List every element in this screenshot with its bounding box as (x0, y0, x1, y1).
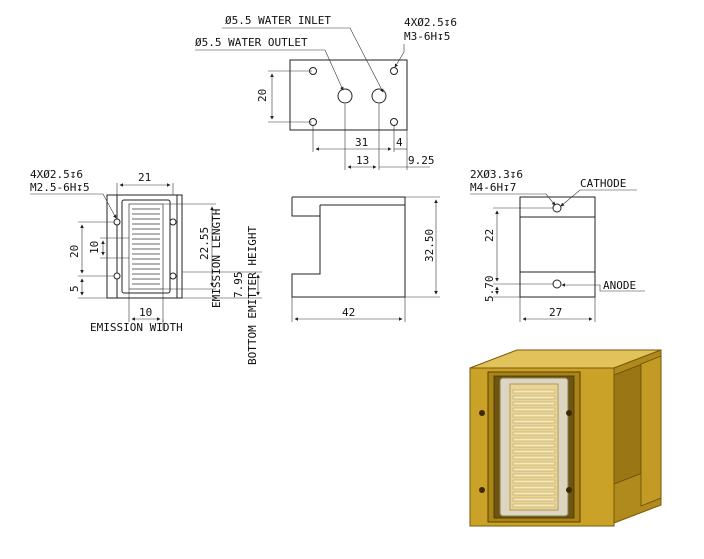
side-view-profile (291, 196, 406, 298)
bottom-emitter-height-label: BOTTOM EMITTER HEIGHT (246, 226, 259, 365)
anode-label: ANODE (603, 279, 636, 292)
water-outlet-hole (337, 88, 353, 104)
dim-7-95: 7.95 (232, 272, 245, 299)
render-emitter-bar (512, 503, 556, 508)
dim-height: 20 (256, 89, 269, 102)
render-emitter-bar (512, 497, 556, 502)
right-view-body (519, 196, 596, 298)
water-inlet-hole (371, 88, 387, 104)
side-view: 32.50 42 (291, 196, 440, 322)
render-emitter-bar (512, 431, 556, 436)
right-view: 2XØ3.3↧6 M4-6H↧7 CATHODE ANODE 22 5.70 2… (470, 168, 645, 322)
dim-9-25: 9.25 (408, 154, 435, 167)
render-emitter-bar (512, 485, 556, 490)
render-emitter-bar (512, 479, 556, 484)
emitter-bars (132, 208, 160, 285)
water-inlet-leader (222, 27, 384, 93)
dim-10: 10 (88, 241, 101, 254)
render-emitter-bar (512, 419, 556, 424)
render-emitter-bar (512, 491, 556, 496)
mount-hole (390, 67, 398, 75)
render-emitter-bar (512, 449, 556, 454)
dim-42: 42 (342, 306, 355, 319)
front-view-body (106, 194, 183, 299)
render-emitter-bar (512, 437, 556, 442)
front-holes-spec-line1: 4XØ2.5↧6 (30, 168, 83, 181)
render-emitter-bar (512, 443, 556, 448)
render-emitter-bar (512, 455, 556, 460)
screw-icon (479, 410, 485, 416)
dim-21: 21 (138, 171, 151, 184)
dim-5-70: 5.70 (483, 276, 496, 303)
cathode-label: CATHODE (580, 177, 626, 190)
top-view: Ø5.5 WATER INLET Ø5.5 WATER OUTLET 4XØ2.… (195, 14, 457, 170)
right-holes-spec-line2: M4-6H↧7 (470, 181, 516, 194)
right-holes-leader (470, 193, 556, 206)
dim-32-50: 32.50 (423, 229, 436, 262)
dim-22: 22 (483, 229, 496, 242)
screw-icon (566, 410, 572, 416)
water-inlet-label: Ø5.5 WATER INLET (225, 14, 331, 27)
dim-5: 5 (68, 285, 81, 292)
mount-hole (113, 272, 121, 280)
render-emitter-bar (512, 473, 556, 478)
render-emitter-bars (512, 389, 556, 508)
dim-22-55: 22.55 (198, 227, 211, 260)
water-outlet-leader (195, 49, 344, 91)
isometric-render (469, 349, 662, 527)
cathode-hole (552, 203, 562, 213)
dim-10-bottom: 10 (139, 306, 152, 319)
emission-width-label: EMISSION WIDTH (90, 321, 183, 334)
top-view-body (289, 59, 408, 131)
render-emitter-bar (512, 389, 556, 394)
dim-27: 27 (549, 306, 562, 319)
anode-leader (561, 283, 645, 292)
cathode-leader (560, 189, 637, 207)
render-emitter-bar (512, 467, 556, 472)
mount-hole (390, 118, 398, 126)
render-emitter-bar (512, 395, 556, 400)
holes-spec-line1: 4XØ2.5↧6 (404, 16, 457, 29)
render-emitter-bar (512, 401, 556, 406)
render-emitter-bar (512, 425, 556, 430)
dim-4: 4 (396, 136, 403, 149)
holes-leader (394, 44, 405, 68)
dim-20: 20 (68, 245, 81, 258)
dim-13: 13 (356, 154, 369, 167)
holes-spec-line2: M3-6H↧5 (404, 30, 450, 43)
dim-31: 31 (355, 136, 368, 149)
front-holes-leader (30, 193, 117, 219)
front-view: 4XØ2.5↧6 M2.5-6H↧5 21 20 10 5 10 EMISSIO… (30, 168, 262, 365)
mount-hole (169, 218, 177, 226)
screw-icon (566, 487, 572, 493)
mount-hole (169, 272, 177, 280)
right-holes-spec-line1: 2XØ3.3↧6 (470, 168, 523, 181)
render-emitter-bar (512, 413, 556, 418)
front-holes-spec-line2: M2.5-6H↧5 (30, 181, 90, 194)
anode-hole (552, 279, 562, 289)
mount-hole (113, 218, 121, 226)
render-emitter-bar (512, 407, 556, 412)
screw-icon (479, 487, 485, 493)
emission-length-label: EMISSION LENGTH (210, 209, 223, 308)
render-emitter-bar (512, 461, 556, 466)
water-outlet-label: Ø5.5 WATER OUTLET (195, 36, 308, 49)
